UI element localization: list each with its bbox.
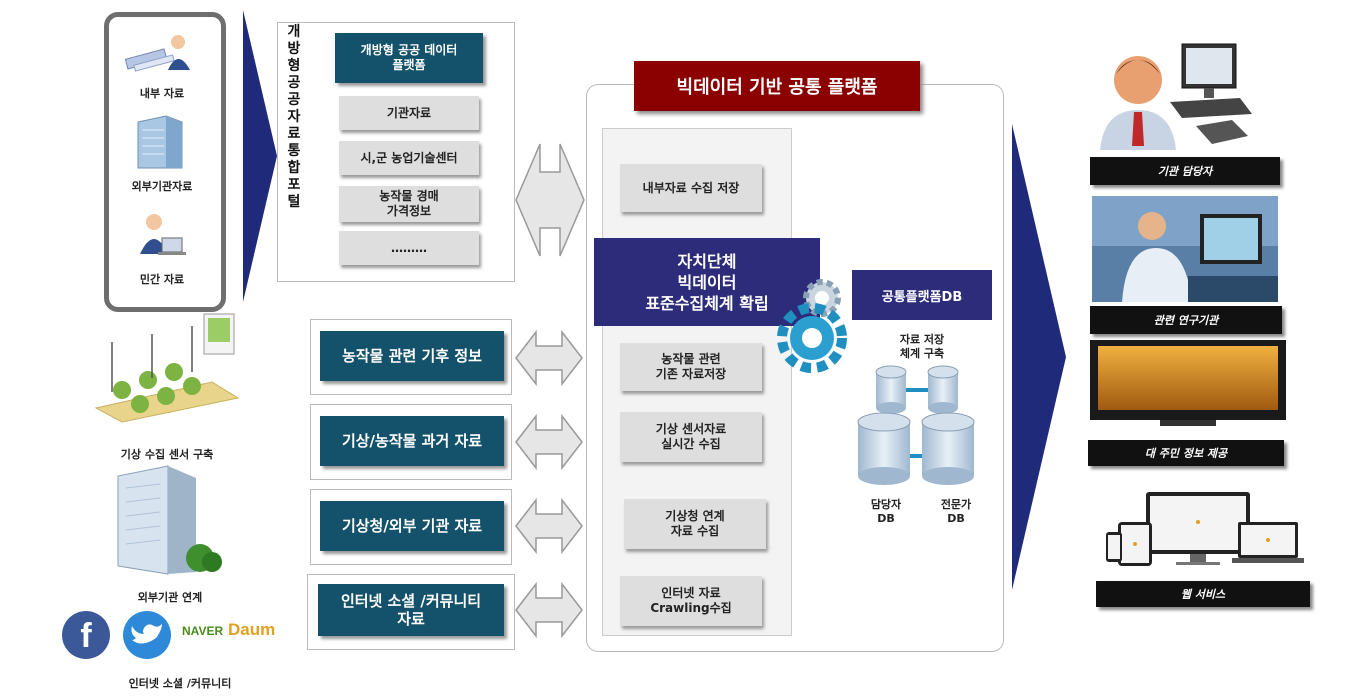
db-caption: 자료 저장 체계 구축 xyxy=(899,333,945,360)
double-arrow-3 xyxy=(515,582,583,638)
step-2: 기상 센서자료 실시간 수집 xyxy=(620,412,762,462)
portal-header-box: 개방형 공공 데이터 플랫폼 xyxy=(335,33,483,83)
output-label-0: 기관 담당자 xyxy=(1090,157,1280,185)
building-icon xyxy=(137,115,183,169)
social-label: 인터넷 소셜 /커뮤니티 xyxy=(128,677,232,690)
devices-icon xyxy=(1106,492,1304,566)
step-3: 기상청 연계 자료 수집 xyxy=(624,499,766,549)
facebook-icon: f xyxy=(62,611,110,659)
db-header: 공통플랫폼DB xyxy=(852,270,992,320)
data-box-1: 기상/농작물 과거 자료 xyxy=(320,416,504,466)
portal-vertical-title: 개방형 공공자료 통합포털 xyxy=(287,24,301,210)
db-left-label: 담당자 DB xyxy=(870,498,902,525)
internal-data-label: 내부 자료 xyxy=(139,87,185,100)
double-arrow-1 xyxy=(515,414,583,470)
external-link-label: 외부기관 연계 xyxy=(137,591,203,604)
staff-computer-icon xyxy=(1100,43,1252,150)
right-wedge-arrow xyxy=(1012,124,1066,590)
output-label-2: 대 주민 정보 제공 xyxy=(1088,440,1284,466)
double-arrow-portal xyxy=(515,143,585,257)
tv-icon xyxy=(1090,340,1286,426)
internal-data-icon xyxy=(124,35,190,72)
portal-item-3: ……… xyxy=(339,231,479,265)
data-box-3: 인터넷 소셜 /커뮤니티 자료 xyxy=(318,584,504,636)
external-org-label: 외부기관자료 xyxy=(131,180,193,193)
portal-item-0: 기관자료 xyxy=(339,96,479,130)
double-arrow-0 xyxy=(515,330,583,386)
portal-item-1: 시,군 농업기술센터 xyxy=(339,141,479,175)
db-right-label: 전문가 DB xyxy=(940,498,972,525)
step-0: 내부자료 수집 저장 xyxy=(620,164,762,212)
naver-logo-text: NAVER xyxy=(182,624,224,638)
svg-text:f: f xyxy=(80,617,92,655)
data-box-0: 농작물 관련 기후 정보 xyxy=(320,331,504,381)
output-label-1: 관련 연구기관 xyxy=(1090,306,1282,334)
output-label-3: 웹 서비스 xyxy=(1096,581,1310,607)
office-building-icon xyxy=(117,465,222,575)
data-box-2: 기상청/외부 기관 자료 xyxy=(320,501,504,551)
weather-sensor-illustration xyxy=(94,313,240,423)
person-laptop-icon xyxy=(140,214,186,255)
sensor-label: 기상 수집 센서 구축 xyxy=(120,448,214,461)
double-arrow-2 xyxy=(515,498,583,554)
step-4: 인터넷 자료 Crawling수집 xyxy=(620,576,762,626)
database-icon xyxy=(857,365,975,485)
platform-title: 빅데이터 기반 공통 플랫폼 xyxy=(634,61,920,111)
research-photo xyxy=(1092,196,1278,302)
left-wedge-arrow xyxy=(243,10,277,302)
center-title-box: 자치단체 빅데이터 표준수집체계 확립 xyxy=(594,238,820,326)
twitter-icon xyxy=(123,611,171,659)
private-data-label: 민간 자료 xyxy=(139,273,185,286)
gear-icon xyxy=(777,279,847,373)
step-1: 농작물 관련 기존 자료저장 xyxy=(620,343,762,391)
daum-logo-text: Daum xyxy=(228,620,276,639)
portal-item-2: 농작물 경매 가격정보 xyxy=(339,186,479,222)
